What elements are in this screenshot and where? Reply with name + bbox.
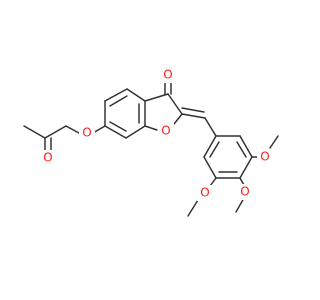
bond bbox=[187, 199, 199, 217]
bond bbox=[104, 88, 128, 102]
ketone-oxygen-label: O bbox=[43, 151, 52, 165]
bond bbox=[109, 121, 127, 132]
molecule-diagram: O O O O O O O bbox=[23, 67, 279, 217]
label-bg bbox=[40, 150, 56, 166]
bond bbox=[144, 125, 158, 131]
structure-svg: O O O O O O O bbox=[23, 67, 279, 217]
bond bbox=[109, 95, 128, 107]
bonds bbox=[23, 82, 279, 217]
bond bbox=[269, 135, 279, 149]
label-bg bbox=[158, 123, 174, 139]
bond bbox=[203, 156, 217, 179]
bond bbox=[126, 88, 146, 102]
carbonyl-oxygen-label: O bbox=[163, 68, 172, 82]
methoxy-middle-oxygen-label: O bbox=[240, 185, 249, 199]
bond bbox=[209, 141, 220, 158]
label-bg bbox=[197, 185, 213, 201]
bond bbox=[204, 117, 217, 137]
bond bbox=[181, 107, 205, 113]
bond bbox=[125, 125, 146, 139]
label-bg bbox=[237, 184, 253, 200]
bond bbox=[235, 197, 245, 213]
ether-oxygen-label: O bbox=[82, 126, 91, 140]
bond bbox=[239, 156, 253, 179]
methoxy-lower-oxygen-label: O bbox=[200, 186, 209, 200]
bond bbox=[203, 135, 217, 158]
bond bbox=[167, 93, 183, 115]
bond bbox=[104, 125, 127, 139]
label-bg bbox=[160, 67, 176, 83]
bond bbox=[65, 125, 80, 134]
furan-oxygen-label: O bbox=[161, 124, 170, 138]
bond bbox=[239, 135, 253, 158]
bond bbox=[236, 141, 247, 158]
bond bbox=[209, 177, 217, 187]
bond bbox=[181, 113, 206, 119]
label-bg bbox=[79, 125, 95, 141]
atom-labels: O O O O O O O bbox=[40, 67, 273, 201]
bond bbox=[239, 177, 245, 186]
bond bbox=[23, 125, 46, 139]
bond bbox=[44, 125, 67, 139]
bond bbox=[144, 93, 169, 102]
bond bbox=[173, 113, 183, 125]
label-bg bbox=[257, 149, 273, 165]
methoxy-top-oxygen-label: O bbox=[260, 150, 269, 164]
